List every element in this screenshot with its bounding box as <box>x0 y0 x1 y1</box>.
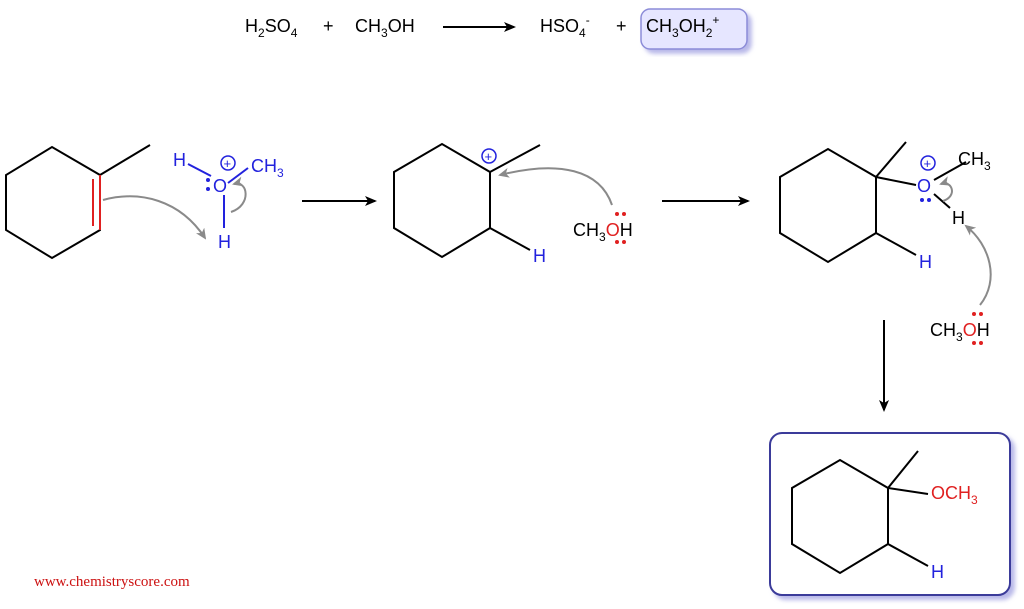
charge-symbol: + <box>224 156 232 171</box>
website-credit: www.chemistryscore.com <box>34 574 190 590</box>
curved-arrow-bond-cleavage <box>230 176 247 213</box>
methoxy-label: OCH3 <box>931 483 978 507</box>
c-o-bond <box>887 487 929 495</box>
curved-arrow-bond-cleavage <box>939 176 953 202</box>
curved-arrow-nucleophile-attack <box>498 167 613 206</box>
methyl-bond <box>887 450 919 489</box>
product-ether: OCH3 H <box>791 450 978 582</box>
lone-pair-dot <box>622 212 626 216</box>
lone-pair-dot <box>979 341 983 345</box>
cyclohexyl-ring <box>393 142 491 259</box>
o-methyl-bond <box>227 167 249 184</box>
methanol-nucleophile: CH3OH <box>573 212 633 244</box>
lone-pair-dot <box>615 212 619 216</box>
methanol-label: CH3OH <box>573 220 633 244</box>
charge-symbol: + <box>485 149 493 164</box>
hydrogen-label: H <box>952 208 965 228</box>
oxygen-label: O <box>917 176 931 196</box>
hydrogen-label: H <box>931 562 944 582</box>
product-box <box>769 432 1011 596</box>
positive-charge-icon <box>481 148 497 164</box>
c-o-bond <box>875 176 917 186</box>
plus-sign: + <box>323 16 334 36</box>
c-h-bond <box>875 232 917 256</box>
charge-symbol: + <box>924 156 932 171</box>
methanol-label: CH3OH <box>930 320 990 344</box>
oxonium-intermediate: H O + CH3 H <box>779 141 991 272</box>
methyl-bond <box>99 144 151 176</box>
protonated-methanol-formula: CH3OH2+ <box>646 13 719 40</box>
sulfuric-acid-formula: H2SO4 <box>245 16 298 40</box>
methyl-bond <box>489 144 541 173</box>
bisulfate-formula: HSO4- <box>540 13 590 40</box>
methyl-bond <box>875 141 907 178</box>
curved-arrow-pi-bond-attack <box>102 195 207 240</box>
c-h-bond <box>887 543 929 567</box>
hydrogen-label: H <box>533 246 546 266</box>
methyl-label: CH3 <box>251 156 284 180</box>
plus-sign: + <box>616 16 627 36</box>
lone-pair-dot <box>206 187 210 191</box>
hydrogen-label: H <box>173 150 186 170</box>
lone-pair-dot <box>622 240 626 244</box>
c-h-bond <box>489 227 531 251</box>
top-equation: H2SO4 + CH3OH HSO4- + CH3OH2+ <box>245 8 748 50</box>
lone-pair-dot <box>979 312 983 316</box>
hydrogen-label: H <box>218 232 231 252</box>
methylcyclohexene <box>5 144 151 260</box>
carbocation: H + <box>393 142 546 266</box>
methanol-formula: CH3OH <box>355 16 415 40</box>
lone-pair-dot <box>972 341 976 345</box>
curved-arrow-deprotonation <box>964 224 992 306</box>
lone-pair-dot <box>206 178 210 182</box>
lone-pair-dot <box>972 312 976 316</box>
o-h-bond <box>187 163 212 177</box>
lone-pair-dot <box>927 198 931 202</box>
positive-charge-icon <box>220 155 236 171</box>
cyclohexene-ring <box>5 145 101 260</box>
positive-charge-icon <box>920 155 936 171</box>
o-h-bond <box>933 193 951 209</box>
lone-pair-dot <box>920 198 924 202</box>
oxygen-label: O <box>213 176 227 196</box>
cyclohexyl-ring <box>779 147 877 264</box>
methanol-base: CH3OH <box>930 312 990 345</box>
methyl-label: CH3 <box>958 149 991 173</box>
oxonium-highlight-box <box>640 8 748 50</box>
lone-pair-dot <box>615 240 619 244</box>
hydrogen-label: H <box>919 252 932 272</box>
protonated-methanol-step1: H O + CH3 H <box>173 150 284 252</box>
